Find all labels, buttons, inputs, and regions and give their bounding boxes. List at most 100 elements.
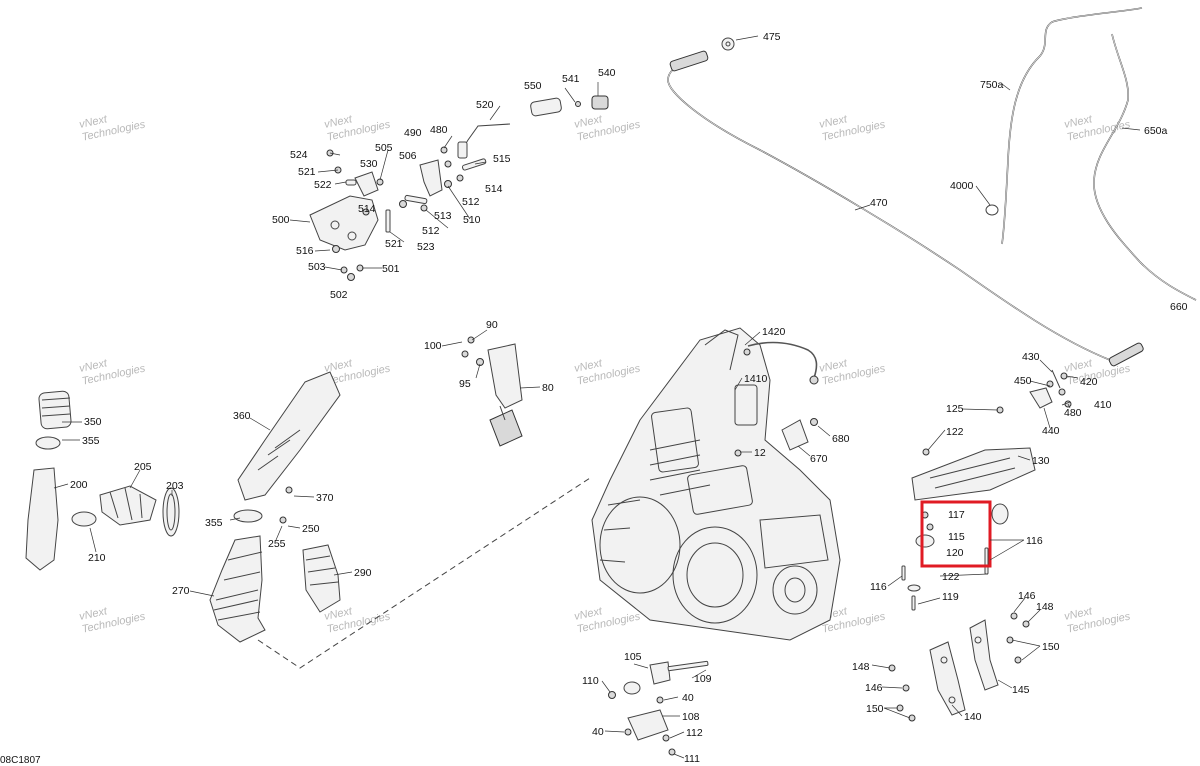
callout-750a: 750a	[980, 79, 1004, 91]
callout-12: 12	[754, 447, 766, 459]
watermark-vnext: vNext	[573, 357, 604, 375]
callout-430: 430	[1022, 351, 1040, 363]
callout-270: 270	[172, 585, 190, 597]
callout-541: 541	[562, 73, 580, 85]
callout-122: 122	[946, 426, 964, 438]
cable-adjuster-lower	[1108, 342, 1144, 367]
diagram-code: 08C1807	[0, 755, 41, 766]
part-541	[575, 101, 581, 107]
bolt-109	[667, 660, 709, 672]
part-540	[591, 95, 609, 110]
boot-350	[38, 390, 72, 430]
callout-506: 506	[399, 150, 417, 162]
watermark-vnext: vNext	[573, 113, 604, 131]
clamp-210	[71, 511, 97, 527]
grommet-475	[721, 37, 735, 51]
callout-210: 210	[88, 552, 106, 564]
callout-370: 370	[316, 492, 334, 504]
clamp-4000	[985, 204, 999, 216]
callout-4000: 4000	[950, 180, 974, 192]
callout-205: 205	[134, 461, 152, 473]
callout-512: 512	[462, 196, 480, 208]
boot-290	[302, 544, 341, 613]
part-550	[530, 97, 562, 117]
part-440	[1029, 387, 1053, 409]
callout-355: 355	[82, 435, 100, 447]
callout-523: 523	[417, 241, 435, 253]
callout-490: 490	[404, 127, 422, 139]
callout-650a: 650a	[1144, 125, 1168, 137]
fuel-lines	[985, 7, 1197, 301]
callout-290: 290	[354, 567, 372, 579]
callout-120: 120	[946, 547, 964, 559]
mount-bracket-group	[888, 612, 1030, 722]
cable-adjuster-upper	[669, 50, 709, 72]
callout-255: 255	[268, 538, 286, 550]
watermark-vnext: vNext	[1063, 357, 1094, 375]
callout-90: 90	[486, 319, 498, 331]
boot-205	[99, 485, 157, 526]
callout-111: 111	[684, 753, 700, 765]
highlight-box	[920, 500, 992, 568]
nut-110	[608, 691, 616, 699]
callout-145: 145	[1012, 684, 1030, 696]
callout-116: 116	[1026, 535, 1043, 547]
callout-150b: 150	[866, 703, 884, 715]
bracket-140	[929, 641, 966, 716]
watermark-vnext: vNext	[78, 605, 109, 623]
callout-40: 40	[682, 692, 694, 704]
part-105	[649, 661, 671, 685]
duct-200	[25, 467, 59, 571]
throttle-lever-group	[309, 95, 609, 281]
callout-109: 109	[694, 673, 712, 685]
callout-510: 510	[463, 214, 481, 226]
callout-480: 480	[430, 124, 448, 136]
bracket-108	[627, 709, 669, 741]
clamp-355b	[233, 509, 263, 523]
duct-360	[237, 371, 341, 501]
callout-95: 95	[459, 378, 471, 390]
pedal-pad	[489, 409, 523, 447]
callout-514: 514	[485, 183, 503, 195]
watermark-vnext: vNext	[323, 357, 354, 375]
callout-355b: 355	[205, 517, 223, 529]
watermark-vnext: vNext	[818, 357, 849, 375]
callout-105: 105	[624, 651, 642, 663]
callout-110: 110	[582, 675, 599, 687]
callout-108: 108	[682, 711, 700, 723]
callout-670: 670	[810, 453, 828, 465]
callout-470: 470	[870, 197, 888, 209]
callout-500: 500	[272, 214, 290, 226]
fuel-line-650a	[1093, 33, 1197, 301]
callout-112: 112	[686, 727, 703, 739]
callout-146: 146	[1018, 590, 1036, 602]
callout-117: 117	[948, 509, 965, 521]
callout-530: 530	[360, 158, 378, 170]
leader-lines	[53, 35, 1141, 759]
engine-assembly	[591, 327, 841, 641]
pedal-bracket-80	[487, 343, 523, 409]
bolt-119	[911, 595, 916, 611]
callout-100: 100	[424, 340, 442, 352]
callout-680: 680	[832, 433, 850, 445]
callout-146b: 146	[865, 682, 883, 694]
watermark-vnext: vNext	[78, 357, 109, 375]
callout-480b: 480	[1064, 407, 1082, 419]
hose-270	[209, 535, 266, 643]
callout-450: 450	[1014, 375, 1032, 387]
callout-116b: 116	[870, 581, 887, 593]
accelerator-pedal	[461, 336, 523, 447]
throttle-cable-assembly	[667, 37, 1144, 367]
callout-250: 250	[302, 523, 320, 535]
part-520	[461, 123, 511, 151]
sensor-cable-1420	[747, 341, 818, 379]
watermark-vnext: vNext	[323, 605, 354, 623]
watermark-vnext: vNext	[818, 113, 849, 131]
callout-1410: 1410	[744, 373, 768, 385]
callout-40b: 40	[592, 726, 604, 738]
callout-521b: 521	[385, 238, 403, 250]
callout-148: 148	[1036, 601, 1054, 613]
linkage-group	[1029, 369, 1072, 409]
callout-550: 550	[524, 80, 542, 92]
ring-203	[162, 487, 180, 537]
